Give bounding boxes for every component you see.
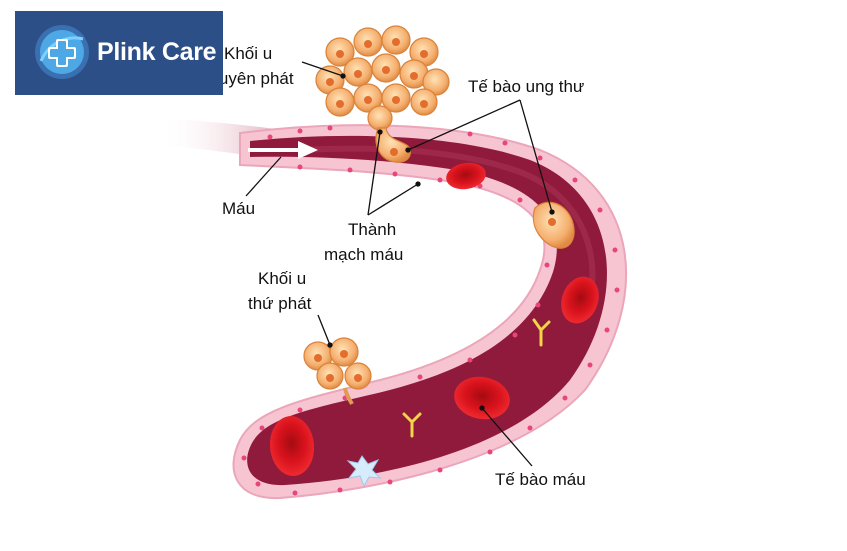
label-blood: Máu: [222, 199, 255, 218]
label-primary-tumor-line1: Khối u: [224, 44, 272, 63]
escaping-cell-nucleus: [390, 148, 398, 156]
vessel-wall-dots: [241, 125, 620, 496]
logo: Plink Care: [15, 11, 223, 95]
white-blood-cell: [346, 455, 382, 488]
label-cancer-cell: Tế bào ung thư: [468, 77, 584, 96]
secondary-tumor-nuclei: [314, 350, 362, 382]
label-secondary-tumor-line2: thứ phát: [248, 294, 312, 313]
logo-text: Plink Care: [97, 38, 217, 66]
label-vessel-wall-line1: Thành: [348, 220, 396, 239]
lumen-highlight: [299, 145, 596, 301]
primary-tumor-nuclei: [326, 38, 428, 108]
blood-flow-arrow: [248, 141, 318, 159]
label-primary-tumor-line2: nguyên phát: [200, 69, 294, 88]
label-blood-cell: Tế bào máu: [495, 470, 586, 489]
vessel-lumen: [247, 135, 607, 486]
primary-tumor: [315, 25, 450, 131]
escaping-cancer-cell: [375, 127, 411, 163]
antibodies: [402, 318, 551, 438]
label-vessel-wall-line2: mạch máu: [324, 245, 403, 264]
red-blood-cells: [269, 162, 599, 476]
circulating-cell-nucleus: [548, 218, 556, 226]
leader-lines: [245, 61, 555, 467]
label-secondary-tumor-line1: Khối u: [258, 269, 306, 288]
logo-cross-icon: [35, 25, 89, 79]
